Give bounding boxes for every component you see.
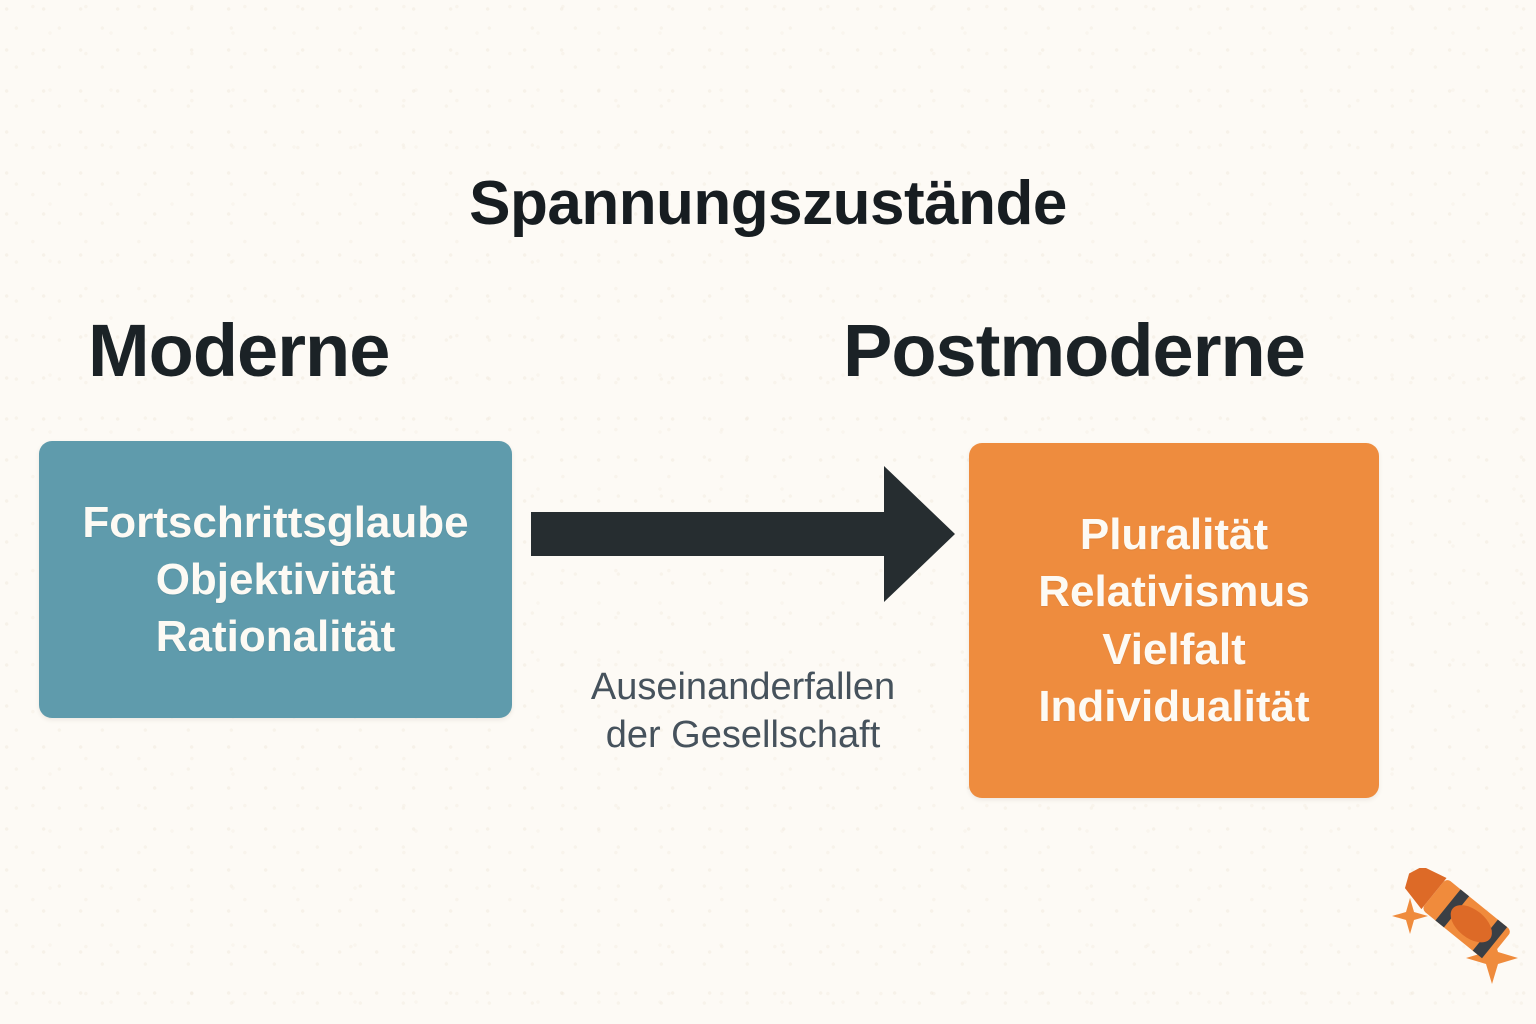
term-item: Fortschrittsglaube xyxy=(82,497,469,547)
term-item: Individualität xyxy=(1038,681,1310,731)
column-heading-moderne: Moderne xyxy=(88,309,390,392)
concept-box-postmoderne: Pluralität Relativismus Vielfalt Individ… xyxy=(969,443,1379,798)
term-item: Objektivität xyxy=(155,554,396,604)
concept-box-moderne: Fortschrittsglaube Objektivität Rational… xyxy=(39,441,512,718)
term-item: Vielfalt xyxy=(1102,624,1246,674)
transition-caption-line-1: Auseinanderfallen xyxy=(590,666,896,708)
crayon-icon xyxy=(1380,866,1520,994)
right-arrow-icon xyxy=(525,458,961,610)
term-item: Pluralität xyxy=(1079,510,1269,560)
transition-caption: Auseinanderfallen der Gesellschaft xyxy=(524,664,962,759)
term-item: Relativismus xyxy=(1038,567,1310,617)
page-title: Spannungszustände xyxy=(469,169,1067,238)
transition-caption-line-2: der Gesellschaft xyxy=(605,713,881,756)
column-heading-postmoderne: Postmoderne xyxy=(843,309,1306,392)
term-item: Rationalität xyxy=(155,612,396,662)
